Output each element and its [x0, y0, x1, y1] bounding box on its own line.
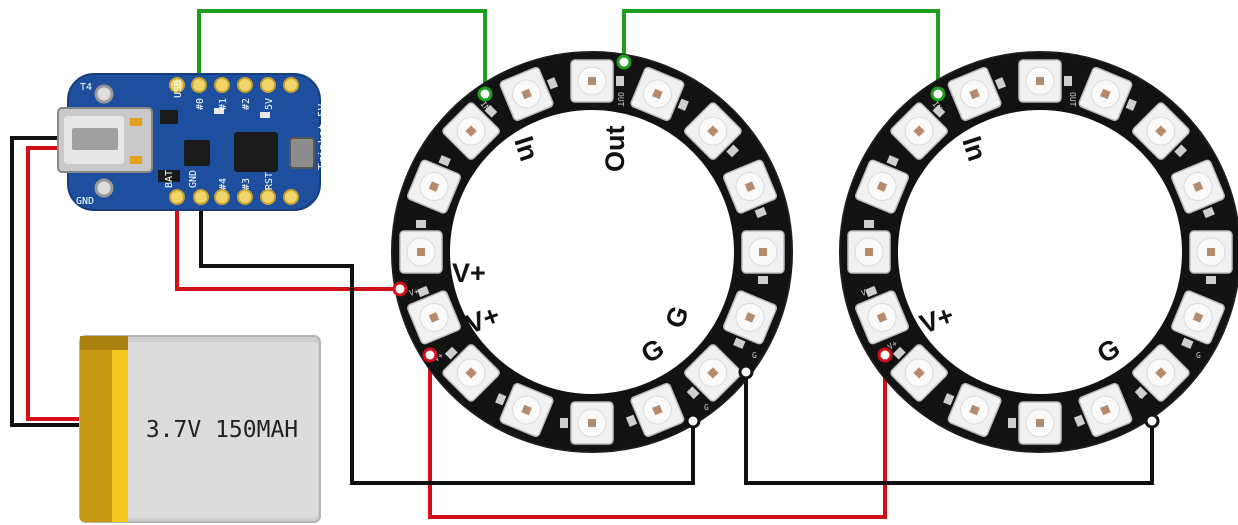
ring1-led: [399, 220, 443, 274]
pin-label-gnd: GND: [188, 170, 199, 188]
ring2-led: [1008, 401, 1062, 445]
ground-wire-trinket-to-ring1: [199, 197, 695, 485]
ring1-led: [625, 383, 685, 437]
ring2-led: [855, 155, 909, 214]
ring2-led: [1073, 383, 1133, 437]
ring1-pad-vplus-a-label: V+: [408, 287, 420, 298]
ring2-led: [943, 383, 1002, 437]
pin-label-2: #2: [241, 98, 252, 110]
ring1-dout-pad: [618, 56, 630, 68]
trinket-board: Trinket 5V USB #0 #1 #2 5V BAT GND #4 #3…: [57, 73, 329, 211]
ring2-led: [1171, 290, 1225, 349]
ring2-led: [1018, 59, 1072, 103]
ring1-led: [407, 155, 461, 214]
ring2-led: [847, 220, 891, 274]
trinket-name-label: Trinket 5V: [316, 103, 329, 170]
data-wire-trinket-to-ring1: [197, 9, 487, 92]
ring1-led: [684, 102, 742, 160]
pin-label-1: #1: [218, 98, 229, 110]
ring1-led: [499, 67, 559, 121]
ring2-led: [947, 67, 1007, 121]
battery-power-wire: [26, 146, 82, 421]
ring1-din-pad: [479, 88, 491, 100]
ring1-led: [684, 344, 742, 402]
corner-label-t4: T4: [80, 82, 92, 93]
ring1-led: [442, 344, 500, 402]
ring1-in-label: In: [508, 133, 544, 165]
ground-wire-ring1-to-ring2: [744, 372, 1154, 485]
ring2-gnd-pad: [1147, 416, 1157, 426]
power-wire-trinket-to-ring1: [175, 197, 400, 291]
ring1-led: [495, 383, 554, 437]
pin-label-5v: 5V: [264, 98, 275, 110]
ring2-in-label: In: [956, 133, 992, 165]
neopixel-ring-2: IN OUT V+ V+ G G: [839, 51, 1238, 453]
ring1-led: [741, 230, 785, 284]
ring2-pad-g-a-label: G: [1196, 351, 1201, 360]
neopixel-ring-1: IN OUT V+ V+ G G: [391, 51, 793, 453]
ring1-led: [442, 102, 500, 160]
ring2-gnd-label: G: [1092, 333, 1125, 369]
ring2-led: [1189, 230, 1233, 284]
ring1-gnd-pad-a: [740, 366, 752, 378]
ring2-led: [890, 102, 948, 160]
ring2-din-pad: [933, 89, 943, 99]
microcontroller-chip: [234, 132, 278, 172]
pin-label-usb: USB: [173, 80, 184, 98]
ring2-led: [1078, 67, 1137, 121]
ring1-out-label: Out: [600, 126, 630, 173]
ring2-led: [1171, 159, 1225, 219]
ring1-pad-g-a-label: G: [752, 351, 757, 360]
ring1-pad-out-label: OUT: [616, 92, 625, 107]
ring2-pad-g-b-label: G: [1138, 391, 1143, 400]
ring1-vplus-label-a: V+: [452, 258, 486, 288]
ring2-led: [1132, 102, 1190, 160]
ring2-pad-vplus-a-label: V+: [860, 287, 872, 298]
data-wire-ring1-to-ring2: [622, 9, 940, 92]
ring1-vplus-pad-b: [424, 349, 436, 361]
battery-label: 3.7V 150MAH: [146, 417, 298, 443]
ring1-gnd-label-b: G: [636, 333, 669, 369]
ring1-pad-g-b-label: G: [704, 403, 709, 412]
pin-label-3: #3: [241, 178, 252, 190]
ring1-led: [570, 59, 624, 103]
pin-label-0: #0: [195, 98, 206, 110]
wires: [10, 9, 1154, 519]
ring1-led: [407, 285, 461, 345]
regulator-chip: [184, 140, 210, 166]
ring2-led: [1132, 344, 1190, 402]
ring2-led: [890, 344, 948, 402]
ring1-vplus-pad-a: [394, 283, 406, 295]
ring2-pad-out-label: OUT: [1068, 92, 1077, 107]
ring2-led: [855, 285, 909, 345]
ring1-led: [723, 159, 777, 219]
ring1-led: [723, 290, 777, 349]
ring1-led: [560, 401, 614, 445]
ring1-gnd-pad-b: [687, 415, 699, 427]
pin-label-4: #4: [218, 178, 229, 190]
lipo-battery: 3.7V 150MAH: [79, 335, 321, 523]
trinket-pads: [169, 77, 299, 205]
ring1-led: [630, 67, 689, 121]
ring1-gnd-label-a: G: [659, 302, 694, 332]
pin-label-rst: RST: [264, 172, 275, 190]
power-wire-ring1-to-ring2: [428, 355, 887, 519]
ring2-vplus-pad: [880, 350, 890, 360]
corner-label-gnd: GND: [76, 196, 94, 207]
pin-label-bat: BAT: [164, 170, 175, 188]
reset-button: [289, 137, 315, 169]
battery-ground-wire: [10, 136, 82, 427]
